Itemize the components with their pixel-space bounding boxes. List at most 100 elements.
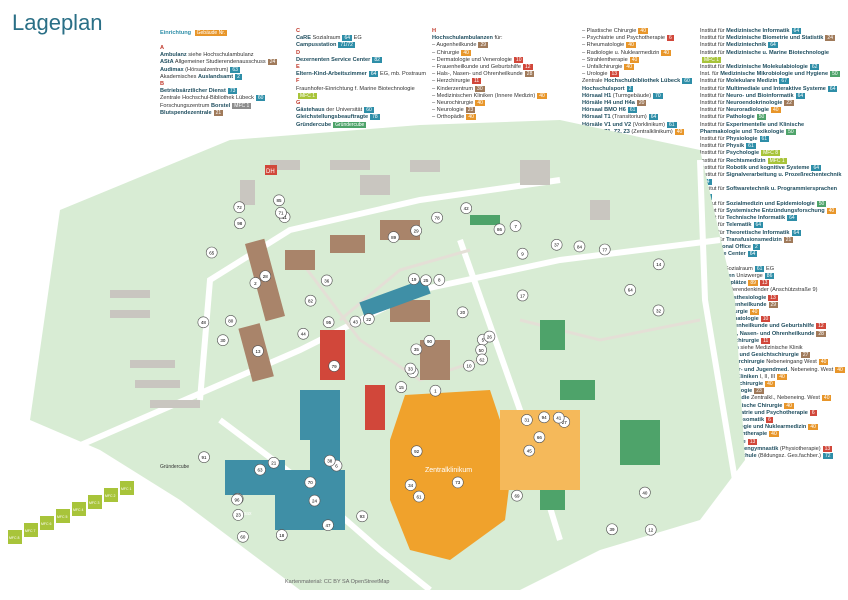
index-entry: Hörsäle V1 und V2 (Vorklinikum)61 [582, 121, 692, 129]
building-marker[interactable]: 65 [205, 246, 218, 259]
building-marker[interactable]: 64 [624, 284, 637, 296]
building-marker[interactable]: 94 [538, 411, 550, 424]
building-marker[interactable]: 14 [652, 258, 665, 271]
building-marker[interactable]: 32 [652, 304, 665, 317]
campus-map[interactable]: Zentralklinikum Audimax CBBM Gründercube… [0, 120, 848, 600]
building-marker[interactable]: 18 [275, 529, 288, 541]
building-marker[interactable]: 66 [533, 431, 546, 444]
entry-name: Borstel [211, 102, 231, 109]
building-marker[interactable]: 70 [304, 476, 317, 489]
building-marker[interactable]: 43 [349, 315, 362, 328]
mfc-building[interactable] [104, 488, 118, 502]
building-tag: 40 [475, 100, 485, 107]
building-marker[interactable]: 39 [606, 523, 618, 536]
building-marker[interactable]: 89 [387, 231, 400, 243]
building-marker[interactable]: 63 [254, 463, 266, 476]
mfc-building[interactable] [72, 502, 86, 516]
building-marker[interactable]: 60 [237, 530, 249, 543]
map-credit: Kartenmaterial: CC BY SA OpenStreetMap [285, 579, 390, 585]
building-marker[interactable]: 98 [233, 217, 246, 230]
mfc-building[interactable] [120, 481, 134, 495]
building-marker[interactable]: 85 [273, 194, 285, 207]
building-marker[interactable]: 50 [475, 344, 487, 356]
mfc-label: MFC 7 [25, 529, 36, 533]
building-tag: 61 [746, 143, 756, 150]
building-tag: 28 [816, 330, 826, 337]
dh-marker[interactable]: DH [265, 165, 277, 175]
building-marker[interactable]: 38 [323, 454, 336, 467]
building-marker[interactable]: 29 [410, 224, 422, 237]
building-marker[interactable]: 10 [463, 359, 475, 372]
building-marker[interactable]: 26 [483, 330, 496, 343]
building-marker[interactable]: 45 [523, 444, 536, 457]
building-marker[interactable]: 71 [275, 206, 287, 219]
building-marker[interactable]: 21 [267, 456, 280, 469]
building-marker[interactable]: 44 [297, 328, 310, 340]
building-marker[interactable]: 12 [644, 523, 657, 536]
building-marker[interactable]: 9 [516, 247, 529, 260]
building-marker[interactable]: 95 [322, 316, 335, 328]
building-marker[interactable]: 13 [252, 345, 264, 357]
building-marker[interactable]: 79 [328, 360, 340, 372]
mfc-building[interactable] [8, 530, 22, 544]
building-marker[interactable]: 23 [232, 509, 245, 521]
building-marker[interactable]: 7 [509, 220, 522, 232]
building-marker[interactable]: 35 [410, 343, 423, 356]
building-marker[interactable]: 48 [197, 316, 210, 329]
building-marker[interactable]: 61 [413, 490, 425, 503]
building-marker[interactable]: 8 [433, 274, 446, 286]
building-tag: 64 [753, 222, 764, 229]
building-marker[interactable]: 78 [431, 211, 443, 224]
building-marker[interactable]: 1 [429, 384, 442, 397]
index-letter: F [296, 78, 300, 85]
building-marker[interactable]: 17 [516, 289, 529, 302]
building-marker[interactable]: 82 [304, 294, 317, 307]
building-marker[interactable]: 20 [456, 306, 469, 319]
mfc-building[interactable] [24, 523, 38, 537]
building-marker[interactable]: 34 [404, 479, 417, 491]
building-marker[interactable]: 86 [493, 223, 506, 236]
building-marker[interactable]: 24 [308, 494, 321, 507]
building-marker[interactable]: 62 [476, 353, 488, 366]
building-marker[interactable]: 72 [233, 201, 246, 213]
building-tag: 78 [370, 114, 380, 121]
building-marker[interactable]: 80 [224, 315, 237, 327]
building-marker[interactable]: 73 [452, 476, 464, 489]
building-marker[interactable]: 84 [573, 240, 586, 253]
building-marker[interactable]: 40 [639, 486, 651, 499]
mfc-building[interactable] [88, 495, 102, 509]
entry-name: Dermatologie [723, 316, 759, 323]
building-marker[interactable]: 41 [552, 411, 565, 424]
building-marker[interactable]: 42 [460, 202, 472, 214]
building-tag: 50 [786, 128, 796, 135]
entry-text: Nebeneing. West [788, 366, 834, 373]
building-marker[interactable]: 28 [259, 270, 272, 282]
building-marker[interactable]: 91 [198, 451, 210, 463]
building-marker[interactable]: 93 [356, 510, 368, 523]
building-marker[interactable]: 15 [395, 381, 408, 393]
building-marker[interactable]: 96 [231, 493, 243, 506]
mfc-building[interactable] [56, 509, 70, 523]
building-marker[interactable]: 33 [404, 362, 417, 375]
index-letter: A [160, 45, 165, 51]
building-marker[interactable]: 31 [521, 414, 533, 426]
building-tag: Gründercube [333, 121, 367, 128]
building-marker[interactable]: 37 [550, 239, 563, 251]
building-marker[interactable]: 69 [511, 489, 523, 502]
building-marker[interactable]: 47 [322, 519, 334, 531]
building-marker[interactable]: 25 [420, 274, 432, 287]
building-marker[interactable]: 19 [408, 273, 420, 285]
building-marker[interactable]: 2 [249, 277, 262, 289]
building-marker[interactable]: 30 [217, 334, 229, 346]
entry-extra: EG [764, 265, 775, 272]
mfc-building[interactable] [40, 516, 54, 530]
building-marker[interactable]: 22 [363, 313, 375, 325]
building-marker[interactable]: 92 [410, 445, 423, 458]
building-marker[interactable]: 77 [598, 243, 611, 256]
entry-text: Institut für [700, 172, 727, 179]
building-marker[interactable]: 90 [423, 335, 436, 347]
building-marker[interactable]: 36 [320, 274, 333, 287]
